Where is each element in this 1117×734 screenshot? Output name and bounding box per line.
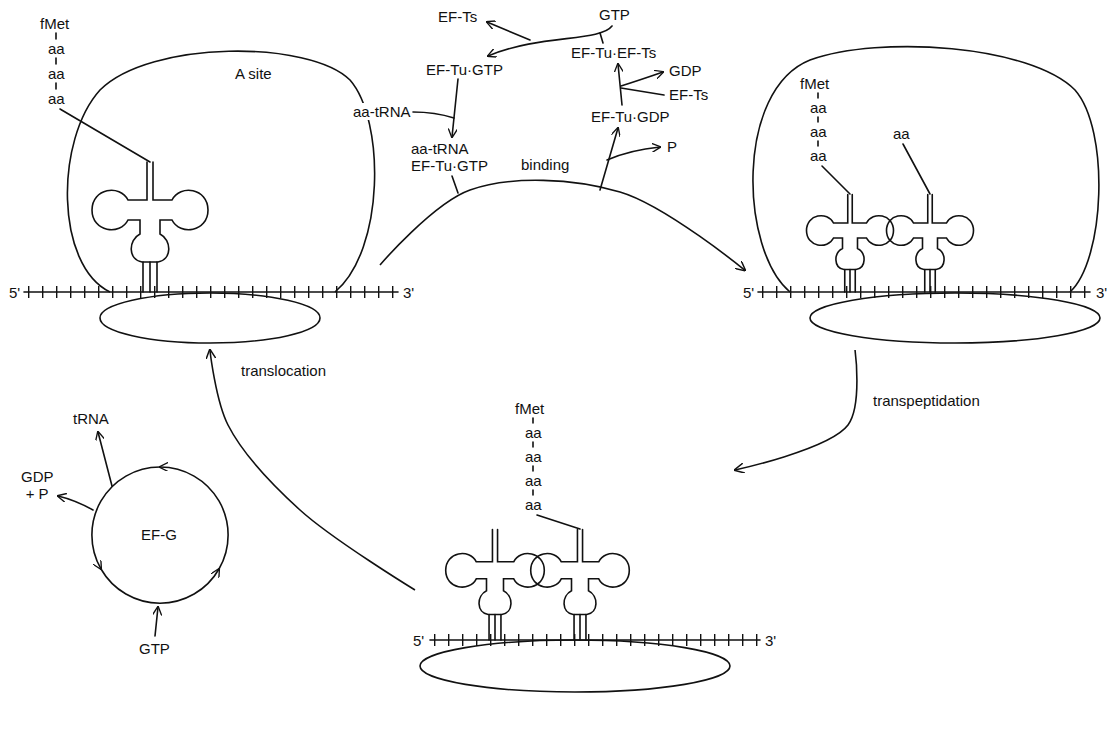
small-subunit [810, 293, 1100, 343]
peptide-residue: aa [810, 123, 827, 140]
step-label: transpeptidation [872, 392, 981, 409]
ribosome-outline [415, 395, 735, 695]
peptide-residue: aa [893, 125, 910, 142]
trna-label: aa-tRNA [352, 103, 412, 120]
complex-label: aa-tRNA EF-Tu·GTP [410, 140, 494, 174]
peptide-residue: fMet [40, 15, 69, 32]
nucleotide-label: GTP [138, 640, 171, 657]
ribosome-outline [35, 10, 380, 350]
peptide-residue: aa [810, 99, 827, 116]
ribosome-outline [745, 55, 1100, 350]
complex-label: EF-Tu·GTP [425, 61, 504, 78]
cycle-line [413, 112, 454, 118]
cycle-line [621, 88, 664, 95]
complex-label: EF-Tu·GDP [590, 108, 671, 125]
peptide-residue: aa [48, 90, 65, 107]
peptide-bond [818, 93, 930, 194]
cycle-arrow [155, 607, 158, 636]
cycle-line [600, 33, 603, 43]
cycle-circle [92, 467, 160, 569]
trna-symbol [446, 530, 545, 641]
large-subunit [67, 51, 374, 292]
strand-end: 5' [412, 632, 425, 649]
ribosome-outline-strokes [753, 47, 1100, 343]
cycle-circle [101, 569, 219, 603]
step-label: binding [520, 156, 570, 173]
strand-end: 3' [1095, 284, 1108, 301]
peptide-residue: aa [525, 472, 542, 489]
peptide-residue: aa [525, 496, 542, 513]
complex-label: EF-Tu·EF-Ts [570, 44, 657, 61]
nucleotide-label: GTP [598, 6, 631, 23]
trna-symbol [807, 195, 894, 293]
nucleotide-label: GDP [668, 62, 703, 79]
process-arrow [380, 180, 745, 270]
ribosome-state: fMet aa aa aa aa [745, 55, 1100, 350]
phosphate-label: P [666, 138, 678, 155]
cycle-arrow [98, 432, 112, 486]
cycle-arrow [621, 72, 663, 86]
peptide-residue: fMet [515, 400, 544, 417]
peptide-bond [56, 33, 150, 162]
factor-label: EF-G [140, 526, 178, 543]
step-label: translocation [240, 362, 327, 379]
ribosome-state: fMet aa aa aa A site [35, 10, 380, 350]
mrna-codon-ticks [434, 634, 758, 646]
small-subunit [100, 293, 320, 343]
peptide-residue: fMet [800, 75, 829, 92]
cycle-arrow [452, 79, 458, 137]
site-label: A site [235, 65, 272, 82]
peptide-residue: aa [525, 424, 542, 441]
process-arrow [735, 350, 857, 470]
trna-label: tRNA [72, 410, 110, 427]
nucleotide-label: GDP + P [20, 468, 54, 502]
mrna-strand [24, 291, 398, 293]
strand-end: 3' [764, 632, 777, 649]
peptide-residue: aa [48, 65, 65, 82]
factor-label: EF-Ts [437, 8, 478, 25]
trna-symbol [887, 195, 974, 293]
ribosome-outline-strokes [420, 640, 730, 692]
strand-end: 5' [742, 284, 755, 301]
factor-label: EF-Ts [668, 86, 709, 103]
cycle-arrow [618, 64, 622, 105]
large-subunit [753, 47, 1099, 292]
small-subunit [420, 640, 730, 692]
illustration-strokes [24, 22, 1090, 640]
cycle-circle [160, 467, 228, 569]
cycle-arrow [607, 147, 660, 160]
mrna-strand [430, 639, 760, 641]
cycle-arrow [58, 496, 93, 510]
mrna-codon-ticks [28, 286, 396, 298]
process-arrow [210, 350, 415, 590]
strand-end: 3' [402, 284, 415, 301]
trna-symbol [531, 530, 630, 641]
strand-end: 5' [8, 284, 21, 301]
peptide-bond [533, 418, 580, 529]
peptide-residue: aa [525, 448, 542, 465]
cycle-arrow [487, 22, 530, 40]
ribosome-state: fMet aa aa aa aa [415, 395, 735, 695]
peptide-residue: aa [810, 147, 827, 164]
cycle-line [452, 176, 458, 193]
ribosome-outline-strokes [67, 51, 374, 343]
trna-symbol [92, 162, 208, 292]
peptide-residue: aa [48, 40, 65, 57]
